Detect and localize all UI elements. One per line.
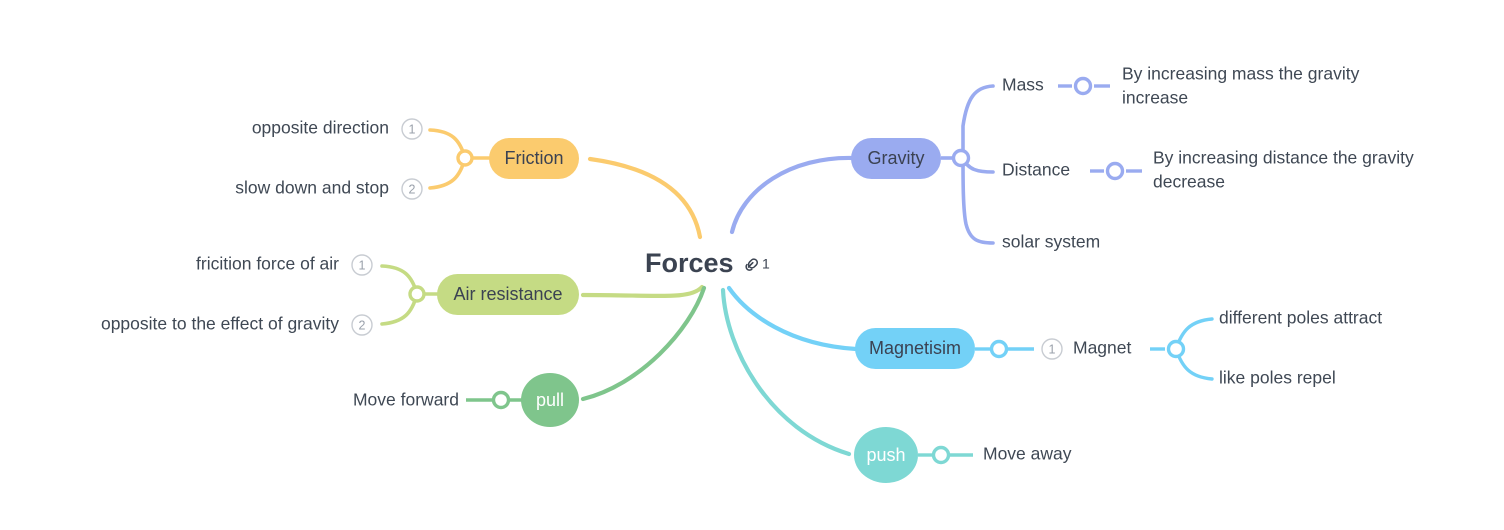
friction-label: Friction xyxy=(504,148,563,168)
branch-curve-magnetism xyxy=(726,285,859,352)
leaf-label: opposite to the effect of gravity xyxy=(101,314,339,334)
leaf-pull-1[interactable]: Move forward xyxy=(353,390,459,410)
air-resistance-joint[interactable] xyxy=(408,285,426,303)
branch-curve-gravity xyxy=(729,155,857,235)
leaf-gravity-distance[interactable]: Distance By increasing distance the grav… xyxy=(1002,148,1414,192)
branch-curve-push xyxy=(720,287,852,457)
leaf-sub-label: different poles attract xyxy=(1219,308,1382,328)
push-pill[interactable] xyxy=(854,427,918,483)
badge-number: 1 xyxy=(409,123,416,137)
pull-label: pull xyxy=(536,390,564,410)
pull-joint[interactable] xyxy=(491,390,511,410)
leaf-air-resistance-1[interactable]: fricition force of air 1 xyxy=(196,254,373,276)
push-label: push xyxy=(866,445,905,465)
leaf-sub-label-line2: decrease xyxy=(1153,172,1225,192)
branch-curve-pull xyxy=(580,285,707,402)
node-push[interactable]: push xyxy=(854,427,973,483)
leaf-sub-label-line1: By increasing distance the gravity xyxy=(1153,148,1414,168)
air-resistance-pill[interactable] xyxy=(437,274,579,315)
node-friction[interactable]: Friction xyxy=(428,128,579,190)
leaf-label: slow down and stop xyxy=(235,178,389,198)
badge-circle xyxy=(1041,338,1063,360)
badge-circle xyxy=(401,178,423,200)
magnetism-pill[interactable] xyxy=(855,328,975,369)
friction-joint[interactable] xyxy=(456,149,474,167)
magnetism-label: Magnetisim xyxy=(869,338,961,358)
badge-number: 2 xyxy=(359,319,366,333)
leaf-label: Mass xyxy=(1002,75,1044,95)
gravity-fork-upper xyxy=(961,84,995,160)
leaf-air-resistance-2[interactable]: opposite to the effect of gravity 2 xyxy=(101,314,373,336)
magnetism-joint[interactable] xyxy=(989,339,1009,359)
leaf-magnet[interactable]: 1 Magnet different poles attract like po… xyxy=(1041,308,1382,388)
leaf-friction-1[interactable]: opposite direction 1 xyxy=(252,118,423,140)
leaf-label: opposite direction xyxy=(252,118,389,138)
friction-pill[interactable] xyxy=(489,138,579,179)
leaf-label: fricition force of air xyxy=(196,254,339,274)
node-magnetism[interactable]: Magnetisim xyxy=(855,328,1034,369)
gravity-fork-lower xyxy=(961,156,995,245)
leaf-push-1[interactable]: Move away xyxy=(983,444,1072,464)
node-air-resistance[interactable]: Air resistance xyxy=(380,264,579,326)
leaf-gravity-mass[interactable]: Mass By increasing mass the gravity incr… xyxy=(1002,64,1360,108)
leaf-label: solar system xyxy=(1002,232,1100,252)
gravity-fork xyxy=(963,86,993,158)
mass-joint[interactable] xyxy=(1073,76,1093,96)
pull-pill[interactable] xyxy=(521,373,579,427)
branch-curve-air-resistance xyxy=(580,284,705,299)
push-joint[interactable] xyxy=(931,445,951,465)
link-icon xyxy=(745,258,758,271)
leaf-gravity-solar-system[interactable]: solar system xyxy=(1002,232,1100,252)
air-resistance-label: Air resistance xyxy=(453,284,562,304)
badge-circle xyxy=(351,254,373,276)
root-label: Forces xyxy=(645,248,734,278)
leaf-sub-label: like poles repel xyxy=(1219,368,1336,388)
badge-circle xyxy=(401,118,423,140)
gravity-pill[interactable] xyxy=(851,138,941,179)
attachment-count: 1 xyxy=(762,256,770,272)
badge-number: 1 xyxy=(359,259,366,273)
branch-curve-friction xyxy=(587,156,703,240)
gravity-label: Gravity xyxy=(867,148,924,168)
leaf-label: Distance xyxy=(1002,160,1070,180)
badge-number: 2 xyxy=(409,183,416,197)
gravity-joint[interactable] xyxy=(951,148,971,168)
badge-circle xyxy=(351,314,373,336)
leaf-sub-label-line2: increase xyxy=(1122,88,1188,108)
node-gravity[interactable]: Gravity xyxy=(851,84,995,245)
leaf-friction-2[interactable]: slow down and stop 2 xyxy=(235,178,423,200)
leaf-label: Move forward xyxy=(353,390,459,410)
node-pull[interactable]: pull xyxy=(466,373,579,427)
leaf-label: Move away xyxy=(983,444,1072,464)
magnet-joint[interactable] xyxy=(1166,339,1186,359)
badge-number: 1 xyxy=(1049,343,1056,357)
leaf-label: Magnet xyxy=(1073,338,1132,358)
distance-joint[interactable] xyxy=(1105,161,1125,181)
leaf-sub-label-line1: By increasing mass the gravity xyxy=(1122,64,1360,84)
root-node[interactable]: Forces 1 xyxy=(645,248,770,278)
